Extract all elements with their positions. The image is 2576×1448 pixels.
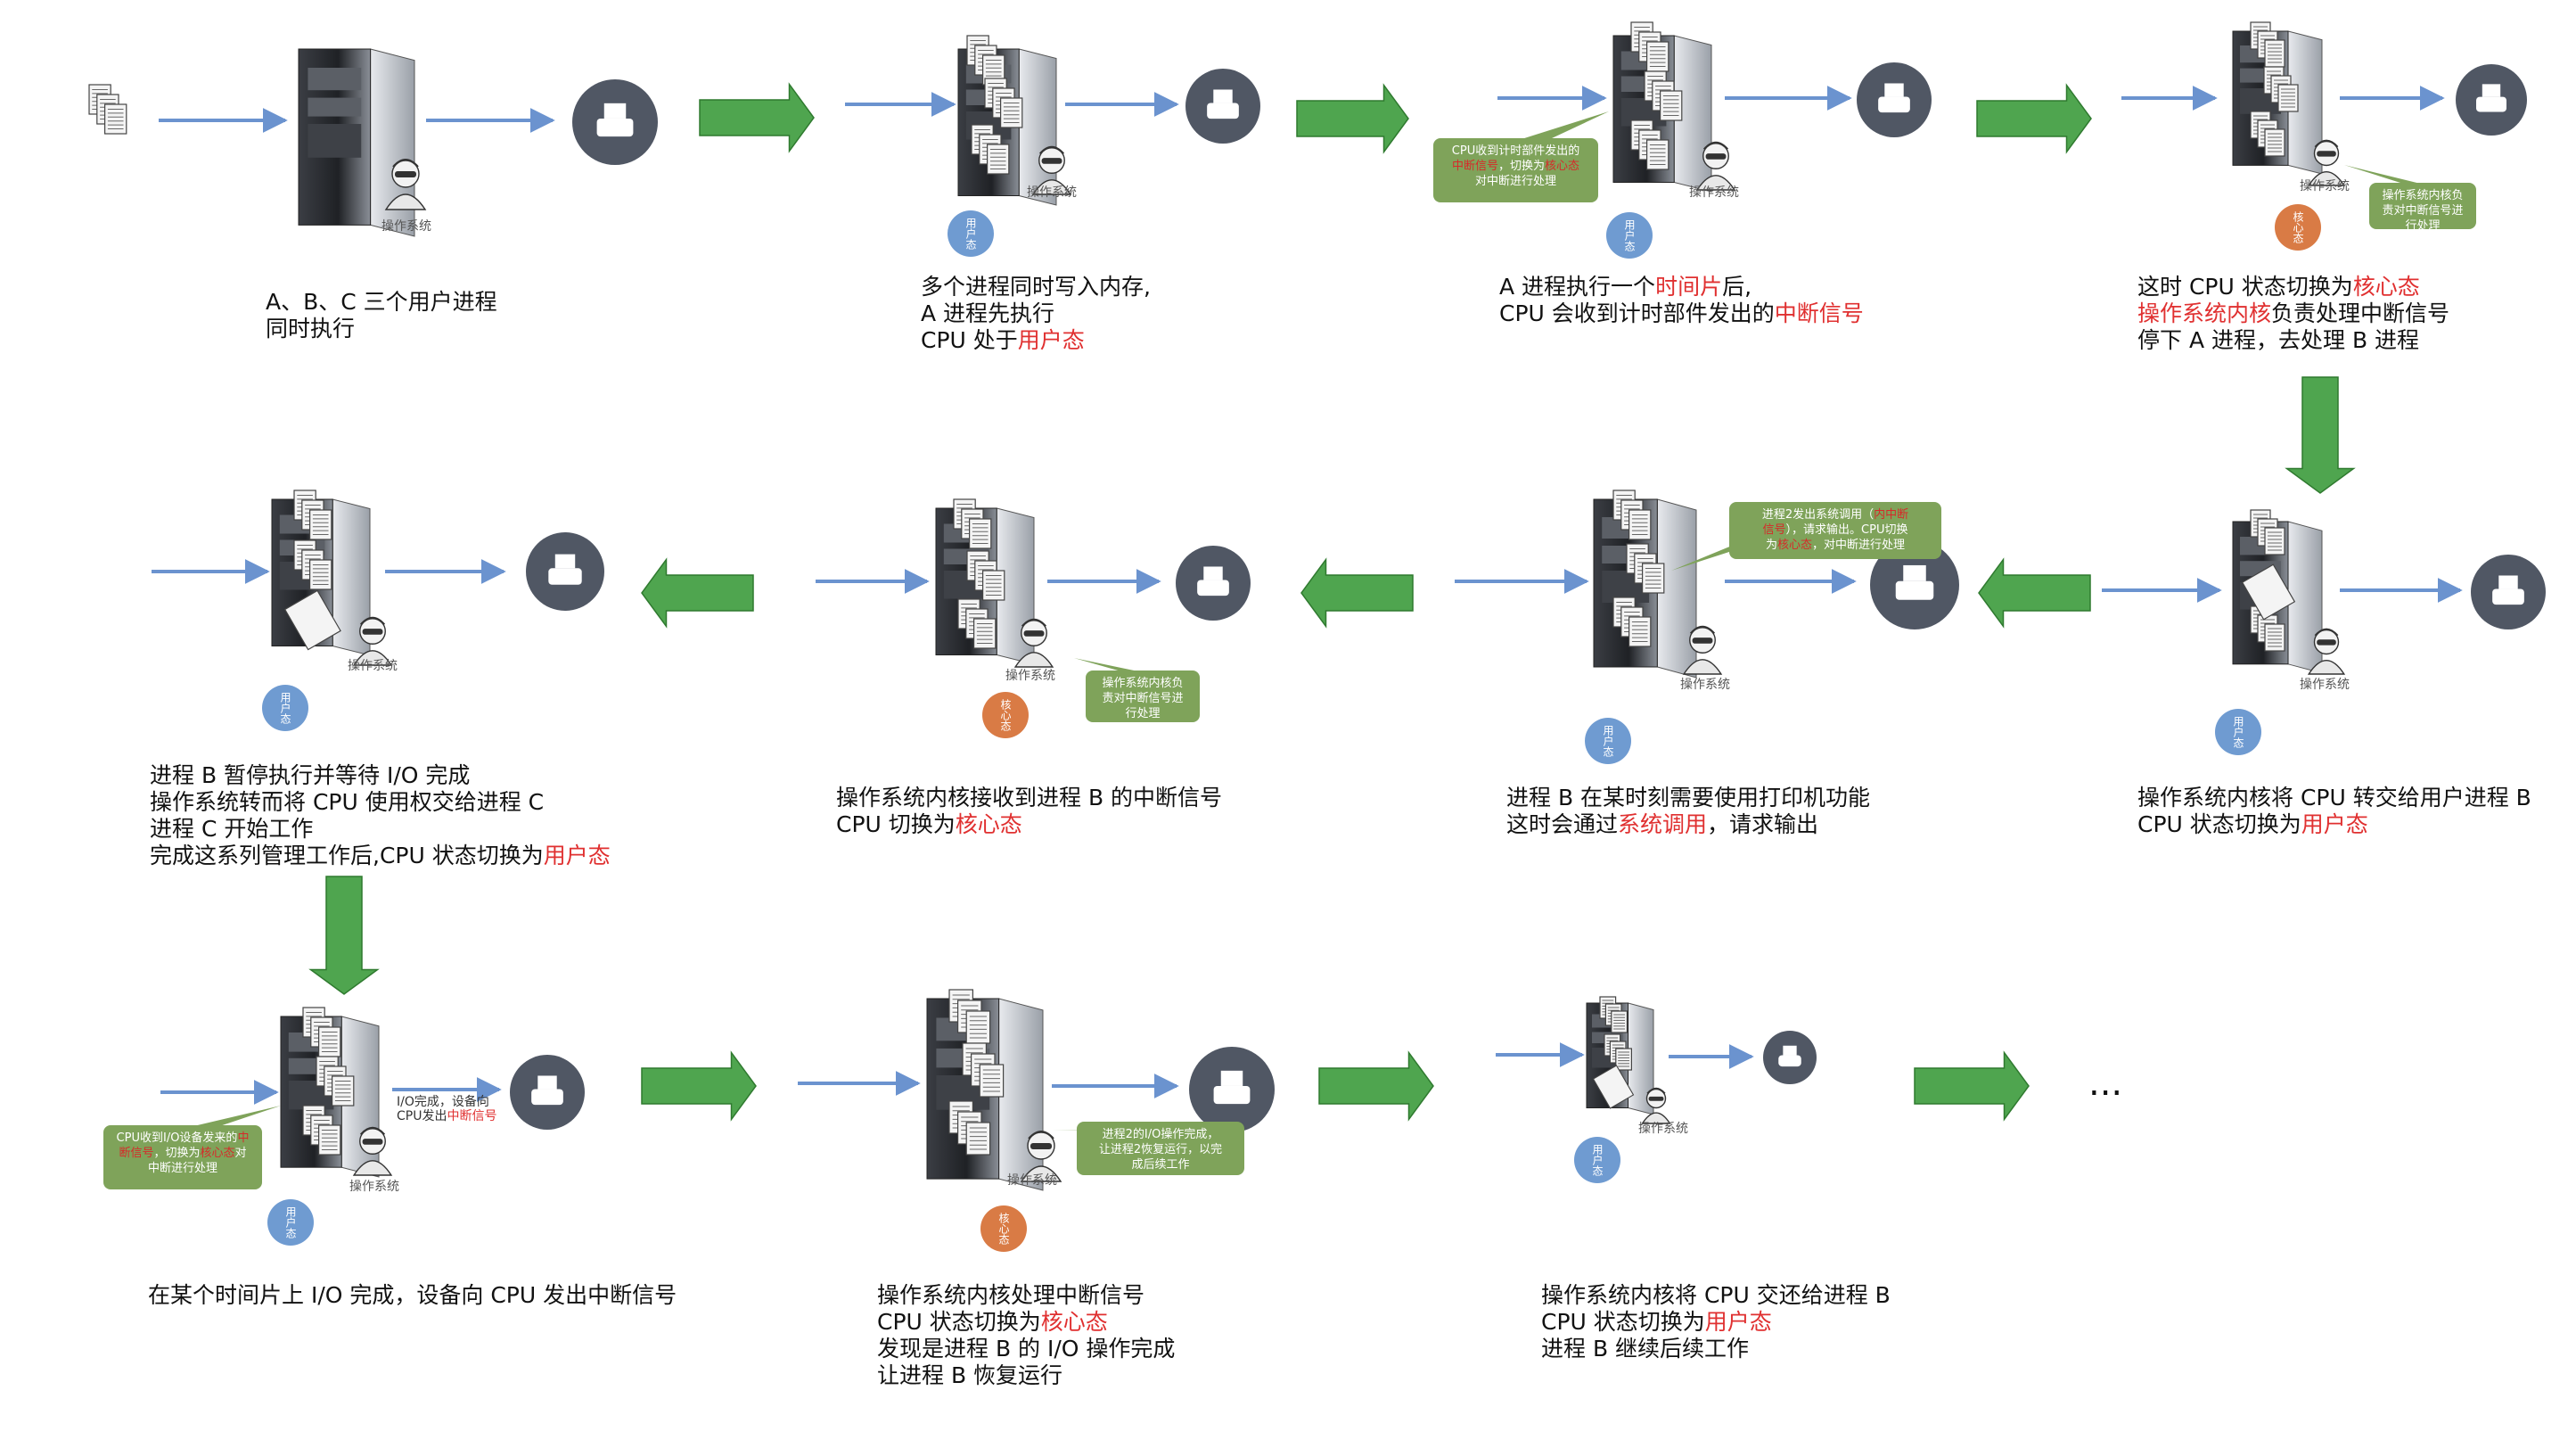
- step-4-graphic: [2232, 21, 2527, 186]
- step-3-graphic: [1612, 21, 1932, 193]
- flow-arrow-1-2: [699, 82, 815, 153]
- mode-text: 核心态: [2292, 211, 2304, 243]
- step-7-mode-tag: 核心态: [982, 692, 1029, 738]
- step-7-kernel-bubble: 操作系统内核负责对中断信号进行处理: [1086, 671, 1200, 722]
- step-10-resume-bubble: 进程2的I/O操作完成，让进程2恢复运行，以完成后续工作: [1077, 1122, 1244, 1175]
- step-3-interrupt-bubble: CPU收到计时部件发出的中断信号，切换为核心态对中断进行处理: [1433, 138, 1598, 202]
- mode-text: 用户态: [1602, 725, 1614, 757]
- step-4-caption: 这时 CPU 状态切换为核心态操作系统内核负责处理中断信号停下 A 进程，去处理…: [2137, 274, 2450, 353]
- step-10-mode-tag: 核心态: [980, 1205, 1027, 1252]
- step-11-os-label: 操作系统: [1638, 1122, 1688, 1136]
- step-6-mode-tag: 用户态: [1585, 718, 1631, 764]
- step-1-os-label: 操作系统: [381, 219, 431, 234]
- flow-arrow-10-11: [1318, 1050, 1434, 1122]
- flow-arrow-6-7: [1300, 557, 1414, 629]
- mode-text: 用户态: [279, 692, 291, 724]
- continuation-ellipsis: ...: [2088, 1063, 2123, 1104]
- mode-text: 用户态: [1591, 1144, 1604, 1176]
- mode-text: 用户态: [1623, 219, 1636, 251]
- step-5-os-label: 操作系统: [2300, 678, 2350, 692]
- flow-arrow-9-10: [641, 1050, 757, 1122]
- step-2-os-label: 操作系统: [1027, 185, 1077, 200]
- step-4-kernel-bubble-tail: [2344, 165, 2439, 188]
- step-10-graphic: [926, 989, 1275, 1191]
- step-7-os-label: 操作系统: [1005, 669, 1055, 683]
- step-1-graphic: [88, 48, 658, 237]
- step-1-caption: A、B、C 三个用户进程同时执行: [266, 289, 497, 341]
- step-2-mode-tag: 用户态: [948, 210, 994, 257]
- flow-arrow-8-9: [308, 876, 380, 995]
- step-6-caption: 进程 B 在某时刻需要使用打印机功能这时会通过系统调用，请求输出: [1506, 785, 1871, 837]
- flow-arrow-11-end: [1914, 1050, 2030, 1122]
- step-3-interrupt-bubble-tail: [1507, 111, 1609, 144]
- step-8-os-label: 操作系统: [348, 659, 398, 673]
- flow-arrow-2-3: [1296, 83, 1409, 154]
- step-10-os-label: 操作系统: [1007, 1173, 1057, 1188]
- step-8-mode-tag: 用户态: [262, 685, 308, 731]
- step-7-graphic: [935, 498, 1251, 668]
- step-3-caption: A 进程执行一个时间片后,CPU 会收到计时部件发出的中断信号: [1499, 274, 1864, 326]
- step-8-graphic: [271, 490, 604, 666]
- step-4-mode-tag: 核心态: [2275, 204, 2321, 251]
- step-9-io-bubble: CPU收到I/O设备发来的中断信号，切换为核心态对中断进行处理: [103, 1125, 262, 1189]
- step-3-os-label: 操作系统: [1689, 185, 1739, 200]
- step-6-os-label: 操作系统: [1680, 678, 1730, 692]
- step-11-mode-tag: 用户态: [1574, 1137, 1620, 1183]
- step-9-io-bubble-tail: [175, 1106, 281, 1131]
- step-11-graphic: [1586, 996, 1817, 1124]
- flow-arrow-7-8: [641, 557, 754, 629]
- step-5-mode-tag: 用户态: [2215, 709, 2261, 755]
- flow-arrow-5-6: [1978, 557, 2091, 629]
- step-9-mode-tag: 用户态: [267, 1199, 314, 1246]
- step-8-caption: 进程 B 暂停执行并等待 I/O 完成操作系统转而将 CPU 使用权交给进程 C…: [150, 762, 611, 868]
- step-4-os-label: 操作系统: [2300, 179, 2350, 193]
- step-6-syscall-bubble: 进程2发出系统调用（内中断信号），请求输出。CPU切换为核心态，对中断进行处理: [1729, 502, 1941, 559]
- step-5-graphic: [2232, 509, 2546, 675]
- step-9-os-label: 操作系统: [349, 1180, 399, 1194]
- mode-text: 核心态: [999, 699, 1012, 731]
- mode-text: 用户态: [964, 218, 977, 250]
- step-9-graphic: [280, 1007, 585, 1178]
- step-3-mode-tag: 用户态: [1606, 212, 1653, 259]
- flow-arrow-4-5: [2285, 376, 2356, 494]
- step-9-caption: 在某个时间片上 I/O 完成，设备向 CPU 发出中断信号: [148, 1282, 677, 1308]
- flow-arrow-3-4: [1976, 83, 2092, 154]
- step-6-graphic: [1593, 490, 1959, 679]
- step-4-kernel-bubble: 操作系统内核负责对中断信号进行处理: [2369, 183, 2476, 233]
- mode-text: 核心态: [997, 1213, 1010, 1245]
- mode-text: 用户态: [2232, 716, 2244, 748]
- step-2-graphic: [957, 35, 1260, 206]
- step-8-printer: [526, 532, 604, 611]
- mode-text: 用户态: [284, 1206, 297, 1238]
